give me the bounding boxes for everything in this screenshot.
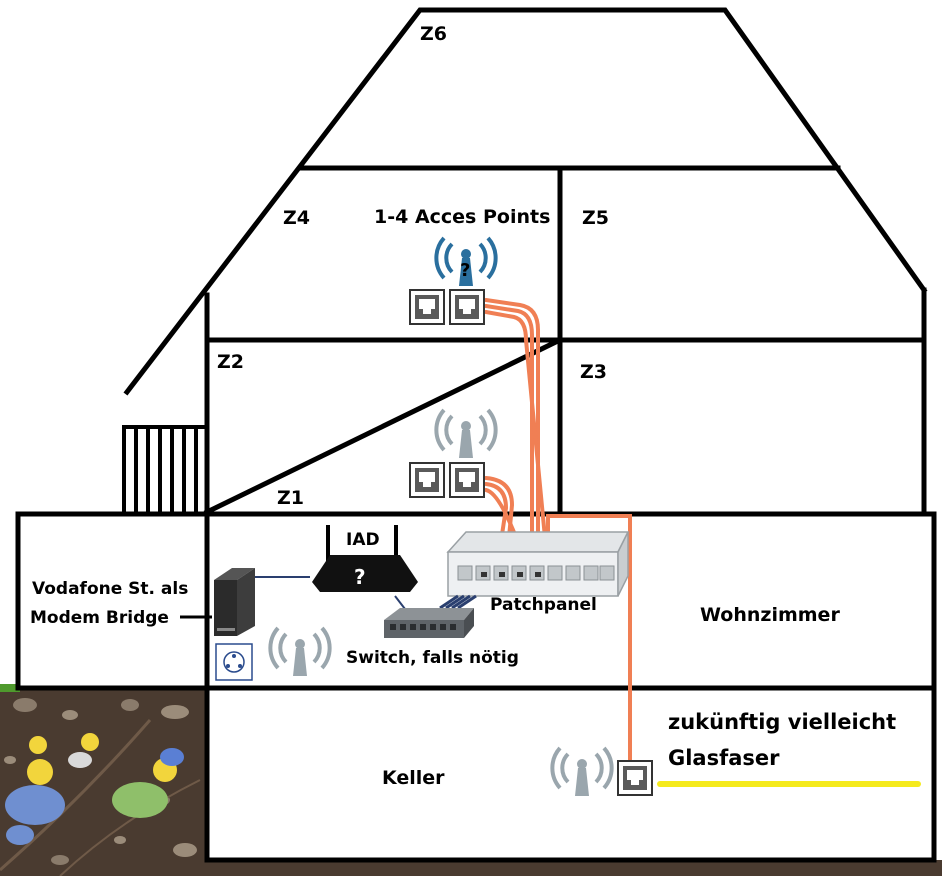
ethernet-socket-icon <box>409 289 445 325</box>
ethernet-socket-icon <box>449 289 485 325</box>
cable-modem-icon <box>214 568 255 636</box>
network-switch-icon <box>384 594 477 638</box>
room-label-z2: Z2 <box>217 351 244 373</box>
wifi-signal-icon <box>550 746 614 796</box>
wifi-access-point-icon: ? <box>434 236 498 286</box>
room-label-keller: Keller <box>382 767 445 789</box>
access-points-label: 1-4 Acces Points <box>374 206 550 228</box>
fiber-label-line2: Glasfaser <box>668 746 780 770</box>
underground-soil <box>0 684 942 876</box>
ap-question-mark: ? <box>460 260 470 281</box>
ethernet-socket-icon <box>617 760 653 796</box>
cartoon-figure-blue <box>5 759 65 845</box>
router-question-mark: ? <box>354 565 366 589</box>
ethernet-socket-icon <box>409 462 445 498</box>
router-icon: ? <box>312 525 418 592</box>
modem-label-line1: Vodafone St. als <box>32 579 188 599</box>
room-label-z5: Z5 <box>582 207 609 229</box>
iad-label: IAD <box>346 530 380 550</box>
switch-label: Switch, falls nötig <box>346 648 519 668</box>
modem-label-line2: Modem Bridge <box>30 608 169 628</box>
room-label-wohnzimmer: Wohnzimmer <box>700 604 840 626</box>
room-label-z6: Z6 <box>420 23 447 45</box>
wifi-signal-icon <box>434 408 498 458</box>
room-label-z1: Z1 <box>277 487 304 509</box>
balcony-railing <box>122 425 207 514</box>
cartoon-figure-small <box>29 733 99 768</box>
room-label-z4: Z4 <box>283 207 310 229</box>
ethernet-socket-icon <box>449 462 485 498</box>
wifi-signal-icon <box>268 626 332 676</box>
patch-panel-icon <box>446 531 630 597</box>
fiber-label-line1: zukünftig vielleicht <box>668 710 896 734</box>
coax-outlet-icon <box>215 643 253 681</box>
cartoon-figure-green <box>112 748 184 818</box>
patchpanel-label: Patchpanel <box>490 595 597 615</box>
room-label-z3: Z3 <box>580 361 607 383</box>
